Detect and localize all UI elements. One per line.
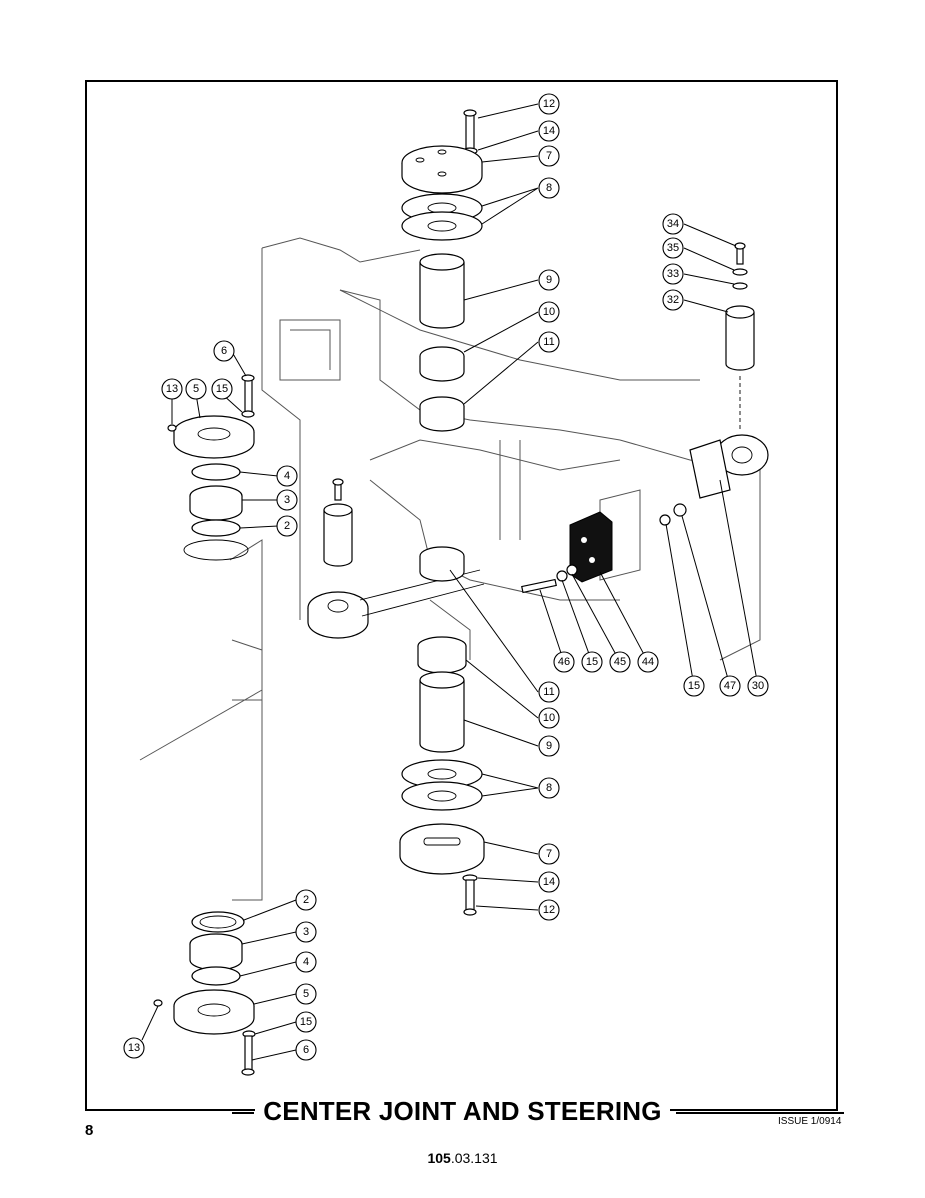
valve-block — [521, 511, 613, 594]
callout-32: 32 — [662, 289, 684, 311]
callout-8-top: 8 — [538, 177, 560, 199]
callout-7-top: 7 — [538, 145, 560, 167]
callout-8-lower: 8 — [538, 777, 560, 799]
callout-11-lower: 11 — [538, 681, 560, 703]
svg-text:35: 35 — [667, 242, 679, 254]
steering-cylinder — [307, 478, 485, 639]
svg-text:14: 14 — [543, 876, 555, 888]
svg-text:3: 3 — [284, 494, 290, 506]
svg-text:9: 9 — [546, 274, 552, 286]
callout-15-cylinder: 15 — [683, 675, 705, 697]
svg-text:8: 8 — [546, 782, 552, 794]
document-number-rest: .03.131 — [450, 1150, 498, 1166]
callout-9-lower: 9 — [538, 735, 560, 757]
svg-text:12: 12 — [543, 904, 555, 916]
callout-10-top: 10 — [538, 301, 560, 323]
upper-kingpin-stack — [401, 109, 483, 432]
callout-4-lower: 4 — [295, 951, 317, 973]
svg-text:4: 4 — [284, 470, 290, 482]
svg-text:2: 2 — [284, 520, 290, 532]
left-upper-bearing-stack — [167, 374, 255, 561]
svg-text:15: 15 — [216, 383, 228, 395]
callout-9-top: 9 — [538, 269, 560, 291]
page-title: CENTER JOINT AND STEERING — [0, 1096, 925, 1127]
callout-5-upper: 5 — [185, 378, 207, 400]
svg-text:7: 7 — [546, 848, 552, 860]
svg-text:11: 11 — [543, 686, 554, 698]
callout-3-upper: 3 — [276, 489, 298, 511]
callout-15-valve: 15 — [581, 651, 603, 673]
callout-33: 33 — [662, 263, 684, 285]
svg-text:6: 6 — [303, 1044, 309, 1056]
svg-text:4: 4 — [303, 956, 309, 968]
cylinder-pin-stack — [659, 242, 769, 526]
title-rule-left — [232, 1112, 254, 1114]
callout-14-lower: 14 — [538, 871, 560, 893]
callout-15-upper: 15 — [211, 378, 233, 400]
svg-text:2: 2 — [303, 894, 309, 906]
document-number-bold: 105 — [427, 1150, 451, 1166]
left-lower-bearing-stack — [153, 911, 256, 1076]
page-number: 8 — [85, 1122, 94, 1139]
callout-4-upper: 4 — [276, 465, 298, 487]
callout-2-upper: 2 — [276, 515, 298, 537]
svg-text:15: 15 — [300, 1016, 312, 1028]
svg-text:12: 12 — [543, 98, 555, 110]
callout-12-top: 12 — [538, 93, 560, 115]
callout-12-lower: 12 — [538, 899, 560, 921]
svg-text:10: 10 — [543, 712, 555, 724]
svg-text:34: 34 — [667, 218, 679, 230]
callout-3-lower: 3 — [295, 921, 317, 943]
svg-text:44: 44 — [642, 656, 654, 668]
svg-text:33: 33 — [667, 268, 679, 280]
svg-text:30: 30 — [752, 680, 764, 692]
callout-30: 30 — [747, 675, 769, 697]
title-rule-right — [676, 1112, 844, 1114]
svg-text:9: 9 — [546, 740, 552, 752]
callout-11-top: 11 — [538, 331, 560, 353]
svg-text:8: 8 — [546, 182, 552, 194]
callout-45: 45 — [609, 651, 631, 673]
svg-text:6: 6 — [221, 345, 227, 357]
callout-15-lower: 15 — [295, 1011, 317, 1033]
callout-46: 46 — [553, 651, 575, 673]
svg-text:3: 3 — [303, 926, 309, 938]
svg-text:5: 5 — [193, 383, 199, 395]
callout-47: 47 — [719, 675, 741, 697]
callout-13-upper: 13 — [161, 378, 183, 400]
svg-text:32: 32 — [667, 294, 679, 306]
svg-text:11: 11 — [543, 336, 554, 348]
issue-label: ISSUE 1/0914 — [778, 1116, 842, 1127]
svg-text:14: 14 — [543, 125, 555, 137]
callout-10-lower: 10 — [538, 707, 560, 729]
svg-text:7: 7 — [546, 150, 552, 162]
svg-text:10: 10 — [543, 306, 555, 318]
callout-44: 44 — [637, 651, 659, 673]
callout-13-lower: 13 — [123, 1037, 145, 1059]
callout-34: 34 — [662, 213, 684, 235]
callout-5-lower: 5 — [295, 983, 317, 1005]
callout-7-lower: 7 — [538, 843, 560, 865]
svg-text:15: 15 — [688, 680, 700, 692]
svg-text:46: 46 — [558, 656, 570, 668]
svg-text:15: 15 — [586, 656, 598, 668]
svg-text:13: 13 — [166, 383, 178, 395]
callout-6-upper: 6 — [213, 340, 235, 362]
lower-kingpin-stack — [399, 636, 485, 916]
callout-2-lower: 2 — [295, 889, 317, 911]
svg-text:5: 5 — [303, 988, 309, 1000]
callout-14-top: 14 — [538, 120, 560, 142]
leader-lines — [141, 103, 759, 1061]
callout-35: 35 — [662, 237, 684, 259]
svg-text:13: 13 — [128, 1042, 140, 1054]
svg-text:47: 47 — [724, 680, 736, 692]
page-title-text: CENTER JOINT AND STEERING — [255, 1096, 670, 1126]
callout-6-lower: 6 — [295, 1039, 317, 1061]
svg-text:45: 45 — [614, 656, 626, 668]
document-number: 105.03.131 — [0, 1150, 925, 1166]
